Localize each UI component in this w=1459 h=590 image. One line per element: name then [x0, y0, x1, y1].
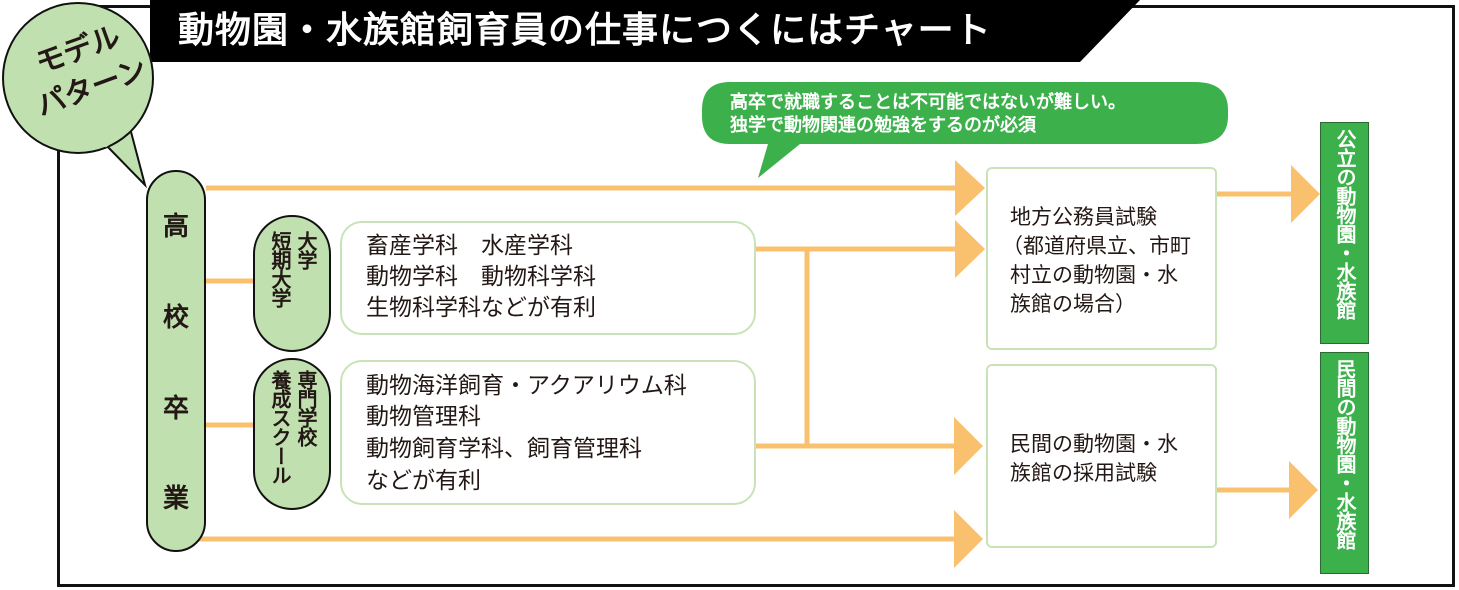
exam-line: 民間の動物園・水	[1010, 432, 1178, 456]
training-school-label: 養成スクール	[268, 370, 292, 484]
junior-college-label: 短期大学	[268, 231, 292, 307]
department-line: 畜産学科 水産学科	[366, 233, 573, 259]
department-line: 動物海洋飼育・アクアリウム科	[366, 373, 687, 399]
model-pattern-badge	[2, 2, 154, 189]
arrow-head-icon	[955, 220, 985, 278]
private-zoo-aquarium-result: 民間の動物園・水族館	[1320, 352, 1369, 574]
vocational-departments-box: 動物海洋飼育・アクアリウム科 動物管理科 動物飼育学科、飼育管理科 などが有利	[340, 360, 756, 505]
private-exam-box: 民間の動物園・水 族館の採用試験	[986, 364, 1217, 548]
exam-line: 族館の採用試験	[1010, 461, 1157, 485]
callout-line-1: 高卒で就職することは不可能ではないが難しい。	[730, 92, 1126, 113]
arrow-head-icon	[954, 510, 983, 568]
exam-line: （都道府県立、市町	[1002, 234, 1191, 258]
start-label-char: 卒	[162, 394, 189, 424]
department-line: などが有利	[366, 468, 481, 494]
high-school-graduation-node: 高 校 卒 業	[146, 170, 206, 552]
page-title: 動物園・水族館飼育員の仕事につくにはチャート	[178, 10, 992, 51]
department-line: 動物飼育学科、飼育管理科	[366, 436, 642, 462]
result-label: 民間の動物園・水族館	[1333, 359, 1357, 549]
department-line: 動物学科 動物科学科	[366, 264, 596, 290]
public-exam-box: 地方公務員試験 （都道府県立、市町 村立の動物園・水 族館の場合）	[986, 167, 1217, 350]
start-label-char: 高	[162, 212, 189, 242]
university-label: 大学	[294, 231, 318, 269]
university-departments-box: 畜産学科 水産学科 動物学科 動物科学科 生物科学科などが有利	[340, 221, 756, 335]
start-label-char: 校	[162, 303, 189, 333]
vocational-school-label: 専門学校	[294, 370, 318, 446]
result-label: 公立の動物園・水族館	[1333, 129, 1357, 319]
arrow-head-icon	[1289, 461, 1318, 519]
university-node: 大学 短期大学	[253, 215, 331, 352]
exam-line: 地方公務員試験	[1010, 205, 1157, 229]
start-label-char: 業	[162, 484, 189, 514]
arrow-head-icon	[955, 160, 985, 216]
arrow-head-icon	[954, 417, 983, 475]
callout-line-2: 独学で動物関連の勉強をするのが必須	[730, 115, 1036, 136]
exam-line: 族館の場合）	[1010, 292, 1136, 316]
exam-line: 村立の動物園・水	[1010, 263, 1178, 287]
title-bar	[150, 0, 1140, 62]
vocational-school-node: 専門学校 養成スクール	[253, 358, 331, 510]
public-zoo-aquarium-result: 公立の動物園・水族館	[1320, 122, 1369, 344]
department-line: 動物管理科	[366, 404, 481, 430]
callout-text: 高卒で就職することは不可能ではないが難しい。 独学で動物関連の勉強をするのが必須	[730, 91, 1126, 137]
callout-bubble	[702, 82, 1228, 178]
arrow-head-icon	[1291, 165, 1320, 223]
department-line: 生物科学科などが有利	[366, 295, 596, 321]
